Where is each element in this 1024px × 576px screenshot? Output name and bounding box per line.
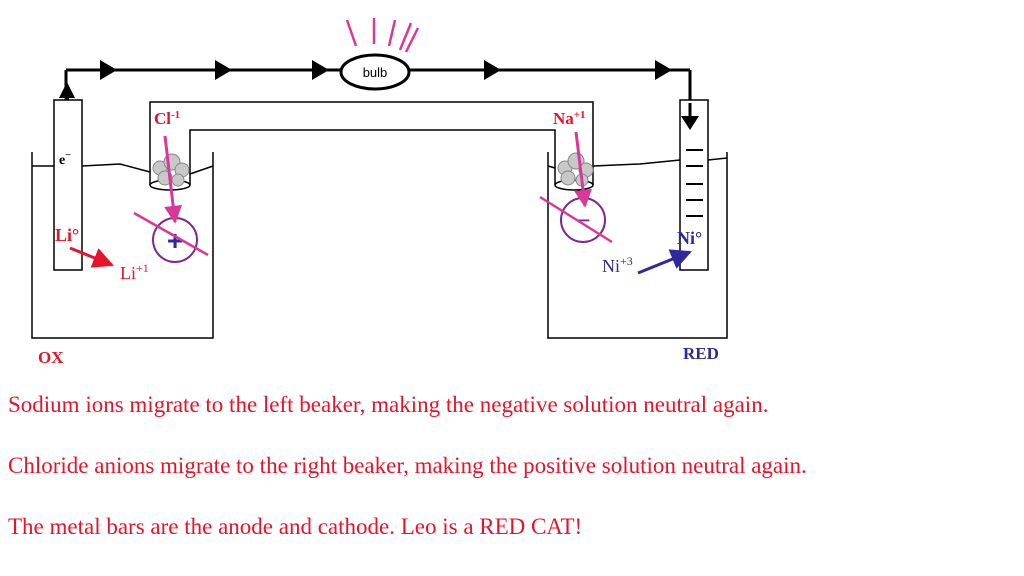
nickel-metal-label: Ni° <box>677 228 702 248</box>
nickel-ion-label: Ni+3 <box>602 254 633 276</box>
bulb-label: bulb <box>363 65 388 80</box>
caption-sodium-migration: Sodium ions migrate to the left beaker, … <box>8 392 769 417</box>
lithium-anode <box>53 99 83 271</box>
positive-solution-symbol: + <box>133 211 209 263</box>
chloride-ion-label: Cl-1 <box>154 109 180 128</box>
right-beaker <box>547 152 728 339</box>
light-bulb: bulb <box>339 53 411 91</box>
bulb-light-rays <box>345 18 420 53</box>
current-direction-arrows <box>100 60 672 80</box>
salt-bridge <box>149 101 594 191</box>
lithium-oxidation-arrow <box>69 246 114 268</box>
oxidation-label: OX <box>38 348 64 367</box>
sodium-migration-arrow <box>574 131 592 208</box>
caption-chloride-migration: Chloride anions migrate to the right bea… <box>8 453 807 478</box>
chloride-migration-arrow <box>163 135 183 224</box>
electrochemical-cell-diagram: bulb <box>31 18 728 367</box>
sodium-ion-label: Na+1 <box>553 109 586 128</box>
lithium-metal-label: Li° <box>55 225 79 245</box>
electron-label: e− <box>59 150 71 168</box>
cathode-plating-marks <box>686 149 703 217</box>
electron-arrow-into-cathode <box>681 103 699 130</box>
caption-electrodes-mnemonic: The metal bars are the anode and cathode… <box>8 514 583 539</box>
nickel-reduction-arrow <box>637 249 692 275</box>
negative-solution-symbol: − <box>539 195 613 244</box>
reduction-label: RED <box>683 344 719 363</box>
lithium-ion-label: Li+1 <box>120 261 149 283</box>
left-beaker <box>31 152 214 339</box>
